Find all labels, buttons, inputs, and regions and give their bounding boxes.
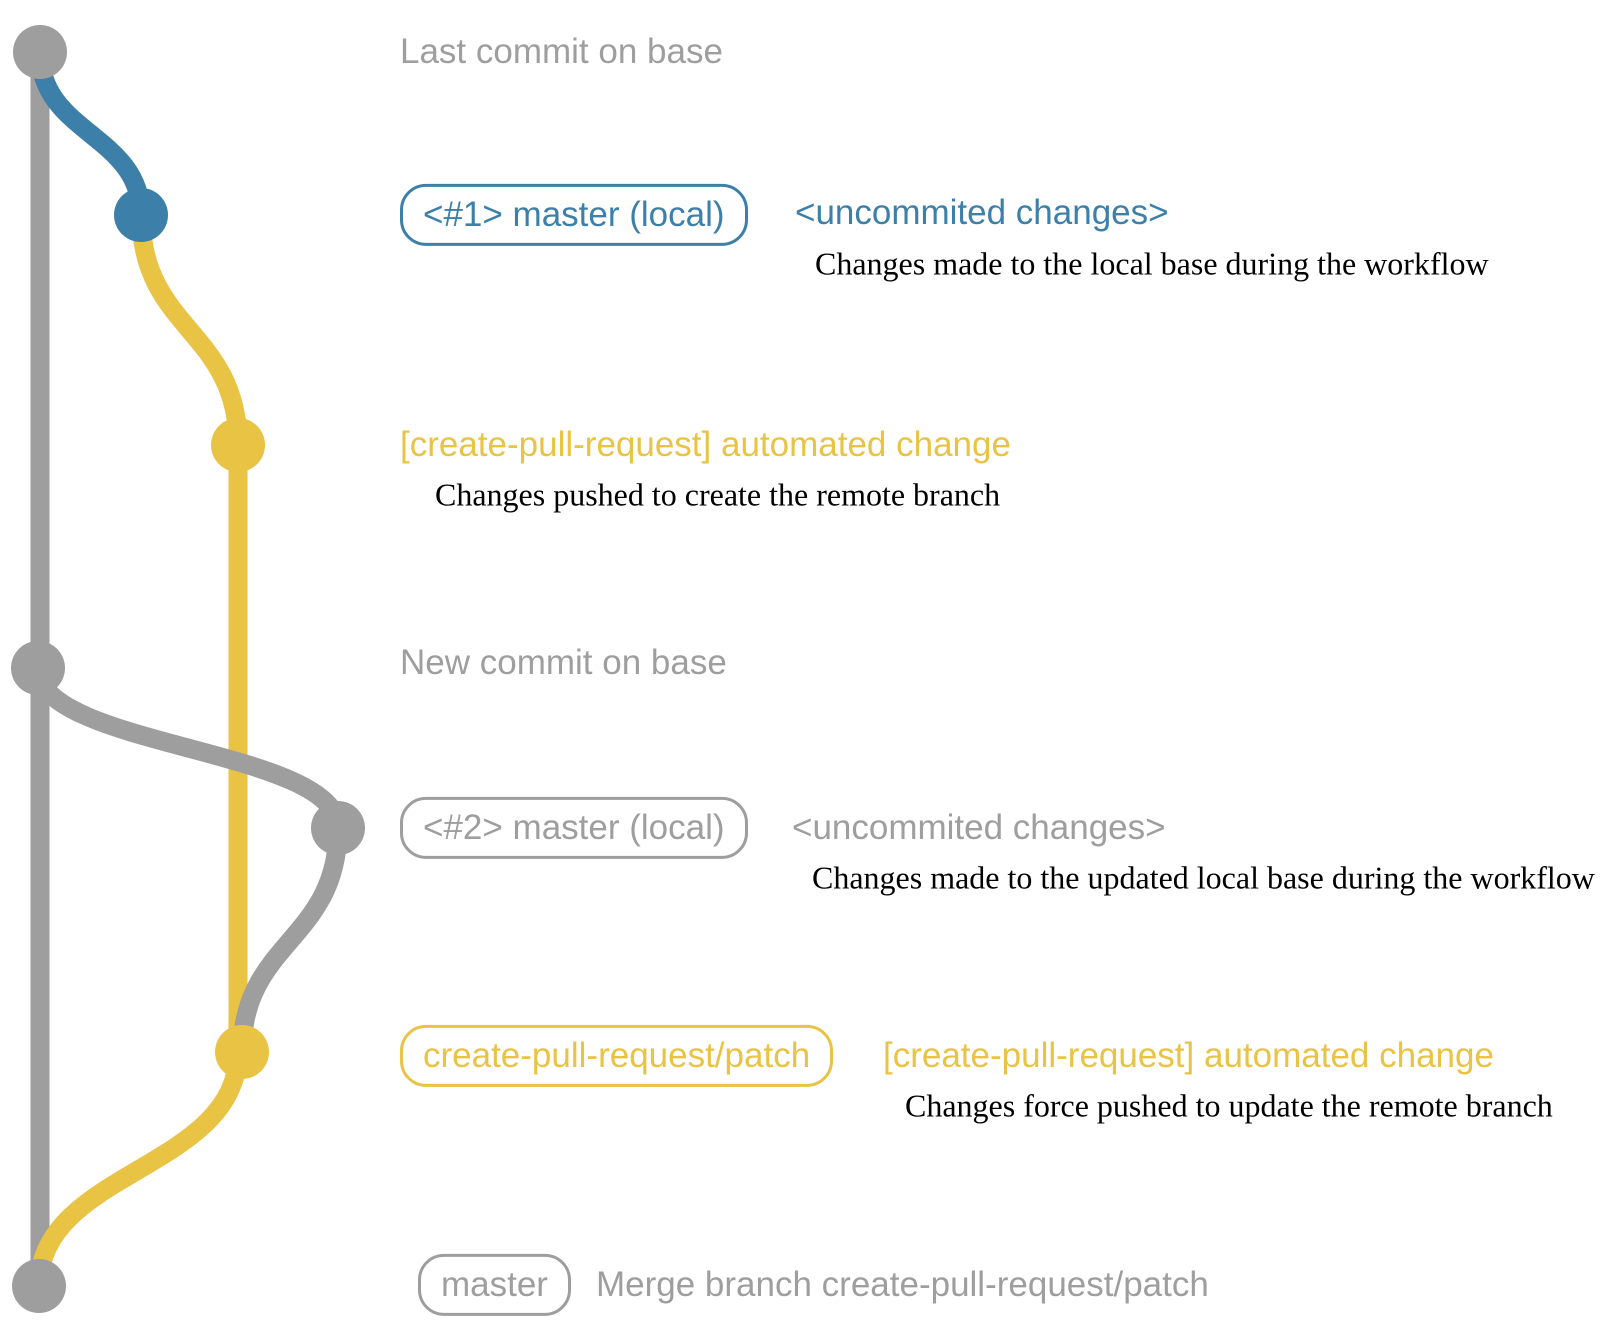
note-changes-pushed: Changes pushed to create the remote bran… — [435, 476, 1001, 513]
branch-badge-master-local-1: <#1> master (local) — [400, 183, 748, 247]
commit-new-on-base — [11, 641, 65, 695]
commit-message-uncommitted-1: <uncommited changes> — [795, 192, 1169, 232]
commit-merge — [12, 1259, 66, 1313]
note-local-base-changes: Changes made to the local base during th… — [815, 245, 1489, 282]
note-changes-force-pushed: Changes force pushed to update the remot… — [905, 1087, 1553, 1124]
commit-message-automated-change-1: [create-pull-request] automated change — [400, 424, 1011, 464]
commit-automated-change-1 — [211, 418, 265, 472]
commit-message-uncommitted-2: <uncommited changes> — [792, 807, 1166, 847]
branch-badge-master-local-2: <#2> master (local) — [400, 796, 748, 860]
commit-message-automated-change-2: [create-pull-request] automated change — [883, 1035, 1494, 1075]
branch-badge-master: master — [418, 1253, 571, 1317]
updated-local-master-curve — [28, 666, 348, 1053]
commit-last-on-base — [13, 25, 67, 79]
commit-uncommitted-1 — [114, 188, 168, 242]
commit-message-merge-branch: Merge branch create-pull-request/patch — [596, 1264, 1209, 1304]
commit-uncommitted-2 — [311, 801, 365, 855]
label-new-commit-on-base: New commit on base — [400, 642, 727, 682]
commit-automated-change-2 — [215, 1025, 269, 1079]
note-updated-local-base-changes: Changes made to the updated local base d… — [812, 859, 1595, 896]
branch-badge-create-pull-request-patch: create-pull-request/patch — [400, 1024, 834, 1088]
commit-graph — [11, 25, 365, 1313]
local-master-branch-curve — [30, 51, 151, 216]
label-last-commit-on-base: Last commit on base — [400, 31, 723, 71]
